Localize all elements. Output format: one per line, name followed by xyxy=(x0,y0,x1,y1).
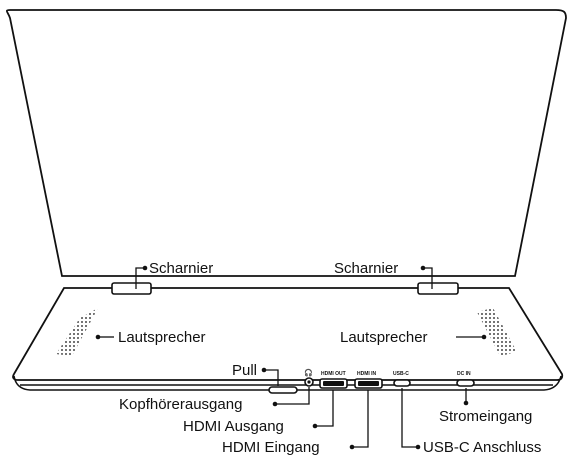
leader-dot-hdmi-in xyxy=(349,444,355,450)
label-headphone-out: Kopfhörerausgang xyxy=(119,396,242,413)
pull-notch xyxy=(268,386,298,394)
label-speaker-right: Lautsprecher xyxy=(340,329,428,346)
headphone-marking: 🎧 xyxy=(304,368,313,377)
leader-hinge-right xyxy=(423,267,433,289)
usb-c-marking: USB-C xyxy=(393,371,409,377)
speaker-grille-right xyxy=(477,308,517,356)
label-hdmi-out: HDMI Ausgang xyxy=(183,418,284,435)
leader-dot-hinge-right xyxy=(420,265,426,271)
label-pull: Pull xyxy=(232,362,257,379)
laptop-base xyxy=(12,287,564,381)
leader-dot-headphone-out xyxy=(272,401,278,407)
dc-in-port xyxy=(456,379,475,387)
hdmi-out-marking: HDMI OUT xyxy=(321,371,346,377)
leader-pull xyxy=(264,369,279,386)
leader-dot-usb-c xyxy=(415,444,421,450)
hinge-left xyxy=(111,282,152,295)
leader-dot-hdmi-out xyxy=(312,423,318,429)
dc-in-marking: DC IN xyxy=(457,371,471,377)
leader-usb-c xyxy=(401,388,418,448)
label-speaker-left: Lautsprecher xyxy=(118,329,206,346)
leader-hinge-left xyxy=(135,267,145,289)
leader-hdmi-out xyxy=(315,390,334,427)
leader-hdmi-in xyxy=(352,390,369,448)
label-usb-c: USB-C Anschluss xyxy=(423,439,541,456)
hinge-right xyxy=(417,282,459,295)
label-hinge-right: Scharnier xyxy=(334,260,398,277)
label-hinge-left: Scharnier xyxy=(149,260,213,277)
hdmi-out-port-inner xyxy=(323,381,344,386)
hdmi-in-marking: HDMI IN xyxy=(357,371,377,377)
hdmi-in-port-inner xyxy=(358,381,379,386)
leader-dot-power-in xyxy=(463,400,469,406)
headphone-jack-inner xyxy=(307,380,311,384)
screen-lid xyxy=(5,9,567,277)
leader-dot-hinge-left xyxy=(142,265,148,271)
leader-dot-speaker-right xyxy=(481,334,487,340)
label-hdmi-in: HDMI Eingang xyxy=(222,439,320,456)
leader-dot-pull xyxy=(261,367,267,373)
usb-c-port xyxy=(393,379,411,387)
speaker-grille-left xyxy=(56,308,98,356)
label-power-in: Stromeingang xyxy=(439,408,532,425)
leader-headphone-out xyxy=(275,387,310,405)
